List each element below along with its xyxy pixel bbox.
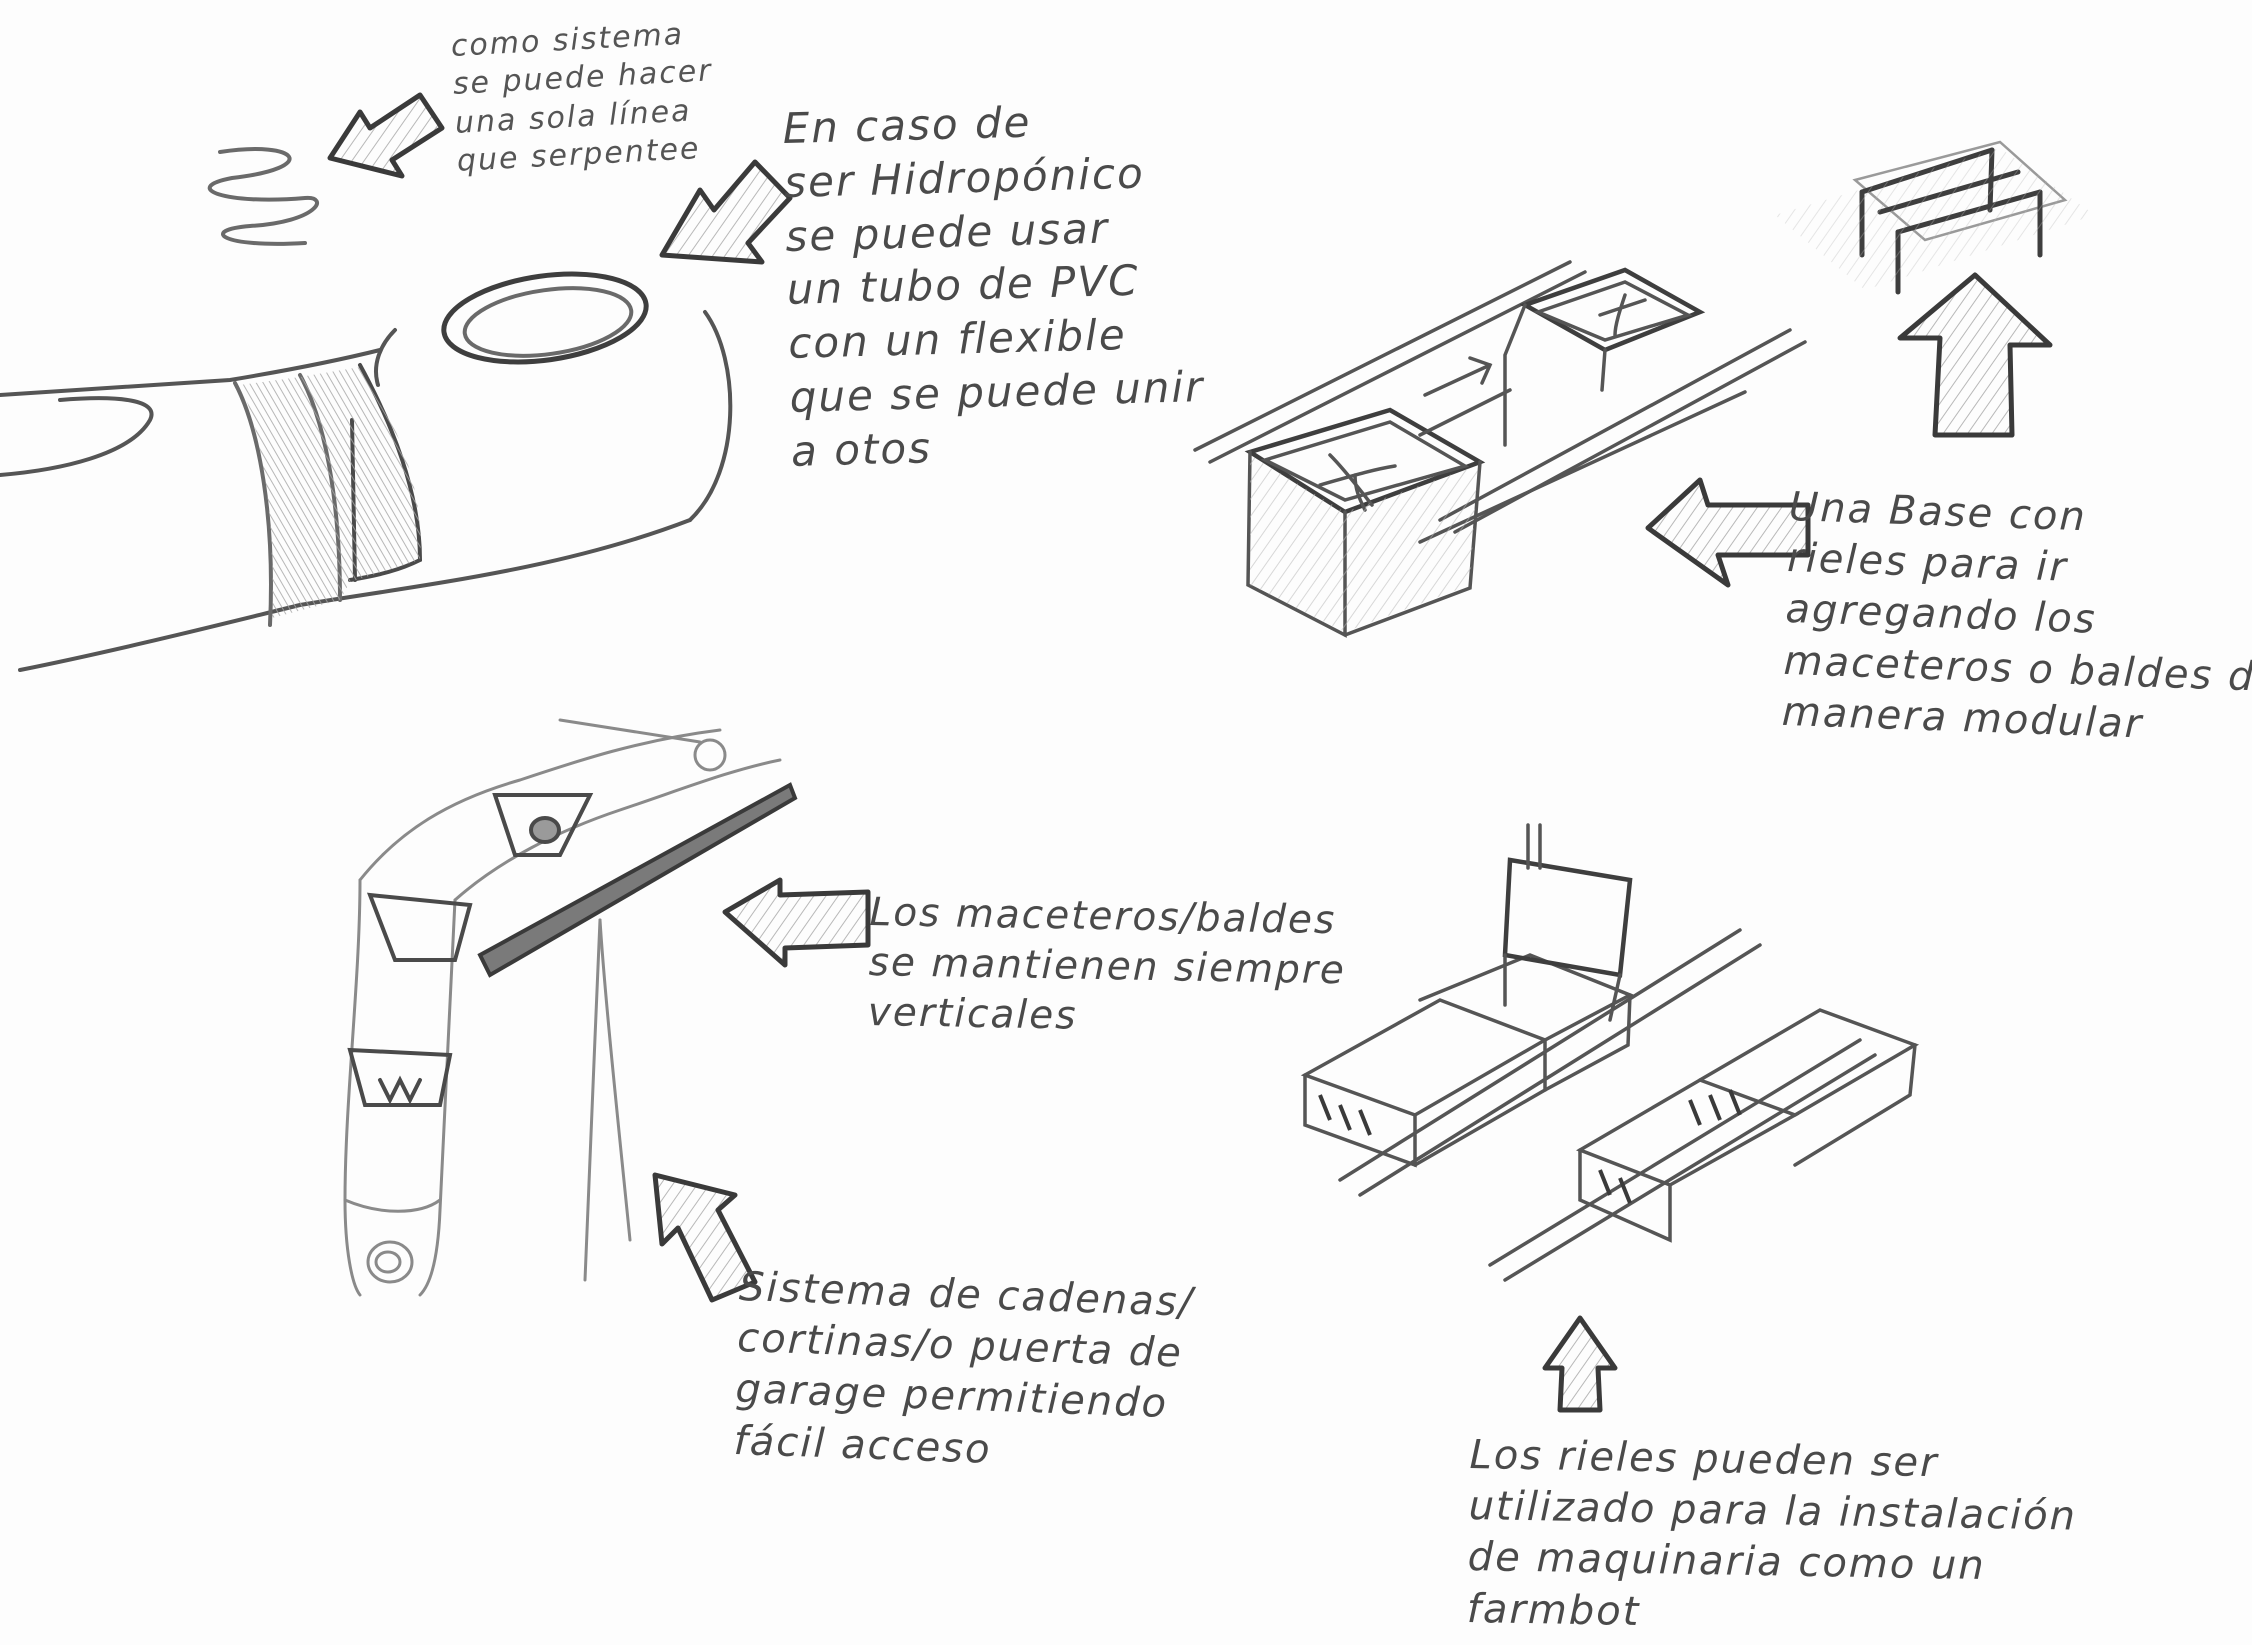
note-vertical-pots: Los maceteros/baldes se mantienen siempr… (867, 888, 1347, 1046)
note-serpentine-system: como sistema se puede hacer una sola lín… (450, 14, 718, 181)
arrow-to-serpentine (330, 95, 442, 176)
farmbot-soil-shading (1320, 1090, 1740, 1203)
note-line: a otos (790, 414, 1206, 479)
note-line: se mantienen siempre (868, 938, 1346, 996)
note-line: ser Hidropónico (783, 145, 1199, 210)
note-line: un tubo de PVC (786, 252, 1202, 317)
note-line: que se puede unir (789, 360, 1205, 425)
note-chain-system: Sistema de cadenas/ cortinas/o puerta de… (733, 1262, 1195, 1483)
chain-rail-bar (480, 785, 795, 975)
note-line: farmbot (1466, 1584, 2075, 1645)
chain-pots (350, 795, 590, 1105)
arrow-to-vertical-pots (725, 880, 868, 965)
small-base-plane (1775, 148, 2095, 290)
pvc-coupling-shading (240, 367, 421, 618)
note-rail-base: Una Base con rieles para ir agregando lo… (1781, 482, 2252, 755)
note-line: Los maceteros/baldes (869, 888, 1347, 946)
arrow-to-rail-base (1648, 480, 1808, 585)
farmbot-rail-sketch (1305, 825, 1915, 1280)
arrow-up-to-small-base (1900, 275, 2050, 435)
arrow-to-pvc-pipe (662, 162, 790, 262)
note-hydroponic-pvc: En caso de ser Hidropónico se puede usar… (782, 91, 1206, 478)
arrow-up-to-farmbot (1545, 1318, 1615, 1410)
note-line: verticales (867, 988, 1345, 1046)
note-farmbot-rails: Los rieles pueden ser utilizado para la … (1466, 1430, 2078, 1645)
serpentine-line (210, 149, 317, 244)
